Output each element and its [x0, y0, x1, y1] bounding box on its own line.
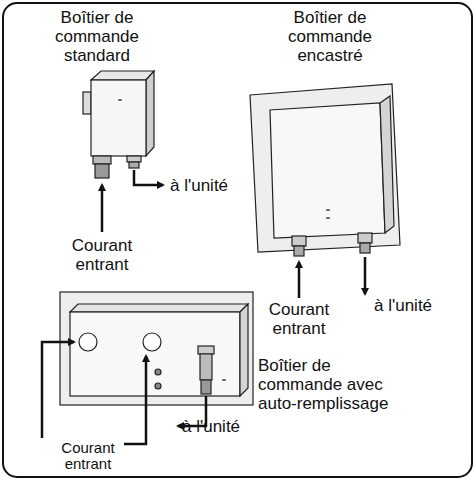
- connection-label: à l'unité: [170, 176, 240, 195]
- box-title: Boîtier de commande standard: [33, 8, 161, 65]
- connection-label: à l'unité: [374, 296, 444, 315]
- standard-control-box: [83, 71, 154, 178]
- box-title: Boîtier de commande avec auto-remplissag…: [258, 356, 408, 413]
- auto-fill-control-box: [60, 292, 253, 405]
- connection-label: Courant entrant: [58, 236, 146, 274]
- flush-control-box: [250, 84, 400, 256]
- leader-arrow: [364, 257, 367, 294]
- leader-arrow: [134, 170, 163, 185]
- outer-frame: [3, 3, 472, 477]
- connection-label: Courant entrant: [252, 300, 346, 338]
- connection-label: Courant entrant: [48, 440, 128, 472]
- leader-arrow: [124, 356, 146, 444]
- leader-arrow: [42, 342, 74, 438]
- box-title: Boîtier de commande encastré: [264, 8, 396, 65]
- leader-arrow: [101, 185, 104, 232]
- leader-arrow: [298, 262, 301, 298]
- connection-label: à l'unité: [182, 417, 252, 436]
